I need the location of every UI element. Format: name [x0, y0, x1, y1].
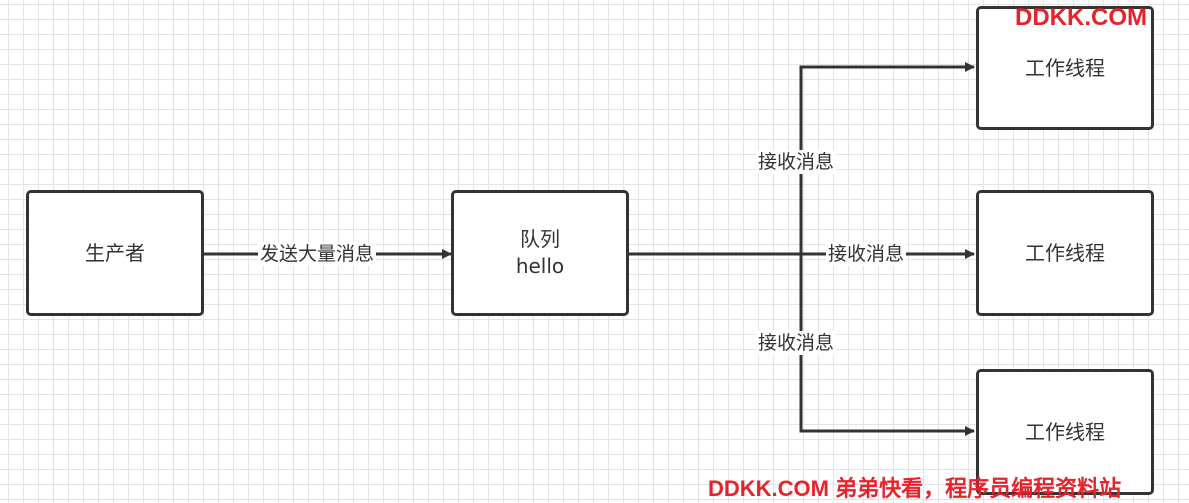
worker-top-label: 工作线程 [1025, 55, 1105, 80]
watermark-top: DDKK.COM [1015, 4, 1147, 31]
edge-label-send: 发送大量消息 [258, 242, 377, 266]
edge-receive-bottom [799, 254, 975, 436]
edge-receive-top [799, 62, 975, 254]
worker-node-bottom[interactable]: 工作线程 [976, 369, 1154, 495]
watermark-bottom: DDKK.COM 弟弟快看，程序员编程资料站 [708, 476, 1122, 501]
worker-node-mid[interactable]: 工作线程 [976, 190, 1154, 316]
edge-label-receive-bottom: 接收消息 [756, 331, 837, 355]
edge-label-receive-mid: 接收消息 [826, 242, 907, 266]
producer-node[interactable]: 生产者 [26, 190, 204, 316]
edge-label-receive-top: 接收消息 [756, 150, 837, 174]
worker-mid-label: 工作线程 [1025, 240, 1105, 265]
worker-bottom-label: 工作线程 [1025, 419, 1105, 444]
queue-label: 队列 [520, 227, 560, 251]
queue-name: hello [515, 254, 565, 278]
queue-node[interactable]: 队列 hello [451, 190, 629, 316]
producer-label: 生产者 [85, 240, 145, 265]
worker-node-top[interactable]: 工作线程 [976, 6, 1154, 130]
